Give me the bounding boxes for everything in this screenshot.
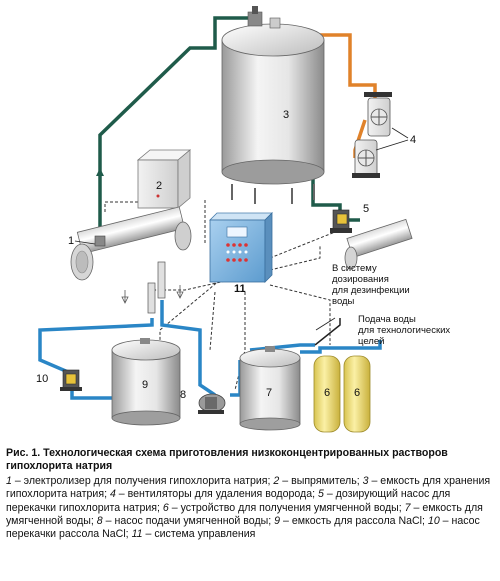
legend-text: – насос подачи умягченной воды; [102, 515, 275, 528]
disinfection-note: В систему дозирования для дезинфекции во… [332, 263, 410, 307]
label-softener-b: 6 [354, 387, 360, 399]
legend-text: – емкость для рассола NaCl; [280, 515, 428, 528]
electrolyzer [70, 206, 192, 281]
fan-upper [364, 92, 392, 137]
label-rectifier: 2 [156, 180, 162, 192]
svg-text:целей: целей [358, 336, 384, 347]
fan-lower [352, 139, 380, 178]
legend-text: – устройство для получения умягченной во… [168, 501, 405, 514]
legend-number: 7 [404, 501, 411, 514]
legend-number: 2 [273, 474, 280, 487]
brine-pump [60, 369, 82, 391]
legend-text: – емкость для хранения гипохлорита натри… [6, 474, 491, 501]
figure-caption: Рис. 1. Технологическая схема приготовле… [6, 447, 494, 542]
label-fans: 4 [410, 134, 416, 146]
supply-line [314, 318, 341, 346]
svg-text:Подача воды: Подача воды [358, 314, 416, 325]
label-brine-tank: 9 [142, 379, 148, 391]
svg-text:для дезинфекции: для дезинфекции [332, 285, 410, 296]
dosing-pump [330, 209, 360, 233]
flow-meters [121, 261, 184, 314]
label-brine-pump: 10 [36, 373, 48, 385]
rectifier [136, 149, 192, 209]
label-control-system: 11 [234, 283, 246, 295]
soft-water-tank [239, 346, 301, 431]
soft-water-pump [198, 393, 226, 414]
legend-number: 5 [317, 488, 324, 501]
legend-text: – емкость для умягченной воды; [6, 501, 483, 528]
brine-tank [111, 338, 181, 426]
legend-text: – насос перекачки рассола NaCl; [6, 515, 480, 541]
legend-number: 1 [6, 474, 12, 487]
legend-text: – выпрямитель; [279, 474, 363, 487]
control-cabinet [209, 212, 273, 283]
outlet-pipe [344, 218, 413, 270]
label-dosing-pump: 5 [363, 203, 369, 215]
fan-leader-lines [375, 127, 409, 151]
legend-number: 4 [109, 488, 116, 501]
svg-text:дозирования: дозирования [332, 274, 389, 285]
svg-text:В систему: В систему [332, 263, 377, 274]
legend-number: 10 [427, 515, 440, 528]
svg-text:воды: воды [332, 296, 355, 307]
legend-text: – система управления [142, 528, 256, 541]
legend-number: 3 [362, 474, 369, 487]
legend-text: – дозирующий насос для перекачки гипохло… [6, 488, 451, 514]
legend-number: 11 [131, 528, 143, 541]
legend-number: 8 [96, 515, 103, 528]
legend-text: – электролизер для получения гипохлорита… [11, 474, 274, 487]
caption-legend: 1 – электролизер для получения гипохлори… [6, 475, 494, 542]
label-softener-a: 6 [324, 387, 330, 399]
legend-text: – вентиляторы для удаления водорода; [115, 488, 318, 501]
storage-tank [221, 6, 325, 204]
svg-text:для технологических: для технологических [358, 325, 450, 336]
water-supply-note: Подача воды для технологических целей [358, 314, 450, 347]
label-soft-water-tank: 7 [266, 387, 272, 399]
softener-columns [313, 355, 371, 433]
legend-number: 6 [162, 501, 169, 514]
label-soft-water-pump: 8 [180, 389, 186, 401]
caption-title: Рис. 1. Технологическая схема приготовле… [6, 447, 448, 473]
flow-arrow [96, 168, 104, 176]
label-storage-tank: 3 [283, 109, 289, 121]
legend-number: 9 [274, 515, 281, 528]
label-electrolyzer: 1 [68, 235, 74, 247]
process-diagram: 1 2 3 4 5 6 6 7 8 9 10 11 В систему дози… [36, 6, 450, 433]
